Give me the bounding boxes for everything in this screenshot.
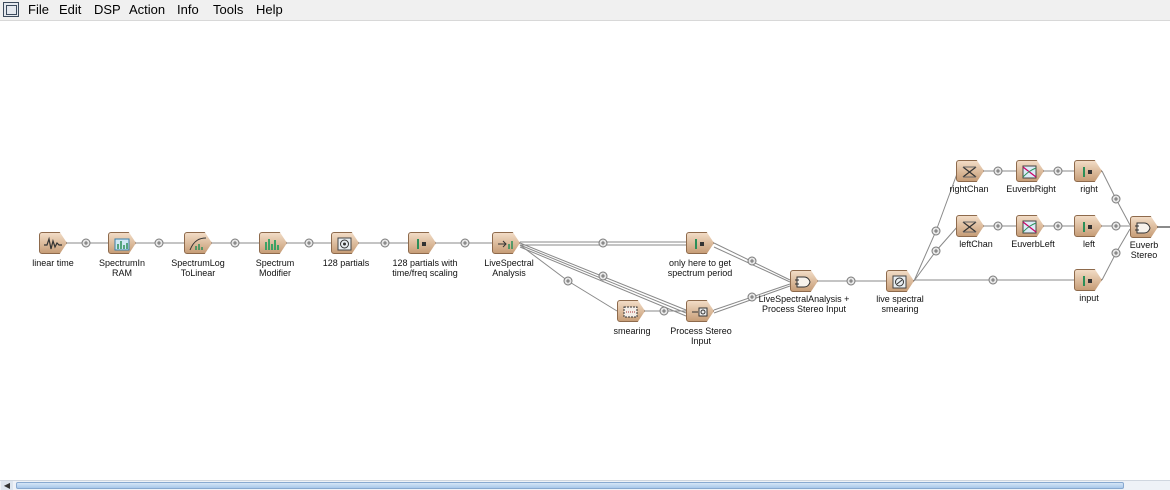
menu-help[interactable]: Help xyxy=(256,2,283,17)
node-input[interactable] xyxy=(1074,269,1102,291)
stereo-icon xyxy=(692,307,708,317)
menu-bar: File Edit DSP Action Info Tools Help xyxy=(0,0,1170,21)
analysis-icon xyxy=(498,240,513,249)
label-live-spectral-smearing: live spectral smearing xyxy=(876,294,924,314)
label-right-chan: rightChan xyxy=(949,184,989,194)
menu-tools[interactable]: Tools xyxy=(213,2,244,17)
label-spectrum-modifier: Spectrum Modifier xyxy=(255,258,295,278)
node-128-partials-scaling[interactable] xyxy=(408,232,436,254)
label-euverb-stereo: Euverb Stereo xyxy=(1129,240,1159,260)
waveform-icon xyxy=(44,236,62,250)
node-euverb-stereo[interactable] xyxy=(1130,216,1158,238)
label-left: left xyxy=(1082,239,1096,249)
scroll-left-arrow-icon[interactable]: ◀ xyxy=(1,481,13,490)
menu-action[interactable]: Action xyxy=(129,2,166,17)
gate-icon xyxy=(417,239,426,249)
gate-icon xyxy=(1083,276,1092,286)
dotted-box-icon xyxy=(623,306,638,318)
node-spectrum-log[interactable] xyxy=(184,232,212,254)
patch-canvas[interactable]: linear time SpectrumIn RAM SpectrumLog T… xyxy=(0,21,1170,480)
spectrum-icon xyxy=(265,239,279,250)
curve-icon xyxy=(189,237,207,251)
horizontal-scrollbar[interactable]: ◀ xyxy=(0,480,1170,490)
menu-info[interactable]: Info xyxy=(177,2,199,17)
label-spectrum-log: SpectrumLog ToLinear xyxy=(171,258,225,278)
node-128-partials[interactable] xyxy=(331,232,359,254)
cross-icon xyxy=(962,221,977,233)
sweep-icon xyxy=(1022,220,1037,234)
menu-edit[interactable]: Edit xyxy=(59,2,82,17)
label-smearing: smearing xyxy=(613,326,651,336)
app-icon[interactable] xyxy=(3,2,19,17)
label-euverb-left: EuverbLeft xyxy=(1011,239,1055,249)
node-live-spectral-analysis[interactable] xyxy=(492,232,520,254)
node-process-stereo[interactable] xyxy=(686,300,714,322)
gate-icon xyxy=(695,239,704,249)
label-euverb-right: EuverbRight xyxy=(1006,184,1056,194)
node-linear-time[interactable] xyxy=(39,232,67,254)
menu-dsp[interactable]: DSP xyxy=(94,2,121,17)
label-left-chan: leftChan xyxy=(959,239,993,249)
node-smearing[interactable] xyxy=(617,300,645,322)
label-only-here: only here to get spectrum period xyxy=(667,258,733,278)
node-euverb-left[interactable] xyxy=(1016,215,1044,237)
label-process-stereo: Process Stereo Input xyxy=(670,326,732,346)
cross-icon xyxy=(962,166,977,178)
target-icon xyxy=(337,237,352,251)
bar-chart-icon xyxy=(114,238,130,251)
merge-icon xyxy=(795,276,811,288)
label-right: right xyxy=(1080,184,1098,194)
label-live-plus-process: LiveSpectralAnalysis + Process Stereo In… xyxy=(758,294,850,314)
gate-icon xyxy=(1083,222,1092,232)
label-input: input xyxy=(1079,293,1099,303)
node-spectrum-modifier[interactable] xyxy=(259,232,287,254)
label-128-partials: 128 partials xyxy=(322,258,370,268)
label-128-partials-scaling: 128 partials with time/freq scaling xyxy=(392,258,458,278)
node-live-plus-process[interactable] xyxy=(790,270,818,292)
label-live-spectral-analysis: LiveSpectral Analysis xyxy=(484,258,534,278)
node-spectrum-in-ram[interactable] xyxy=(108,232,136,254)
connection-wires xyxy=(64,166,1170,317)
target-icon xyxy=(892,275,907,289)
gate-icon xyxy=(1083,167,1092,177)
node-only-here[interactable] xyxy=(686,232,714,254)
scroll-thumb[interactable] xyxy=(16,482,1124,489)
merge-icon xyxy=(1135,222,1151,234)
node-right-chan[interactable] xyxy=(956,160,984,182)
node-left[interactable] xyxy=(1074,215,1102,237)
label-linear-time: linear time xyxy=(32,258,74,268)
node-left-chan[interactable] xyxy=(956,215,984,237)
node-right[interactable] xyxy=(1074,160,1102,182)
node-euverb-right[interactable] xyxy=(1016,160,1044,182)
menu-file[interactable]: File xyxy=(28,2,49,17)
label-spectrum-in-ram: SpectrumIn RAM xyxy=(98,258,146,278)
node-live-spectral-smearing[interactable] xyxy=(886,270,914,292)
sweep-icon xyxy=(1022,165,1037,179)
